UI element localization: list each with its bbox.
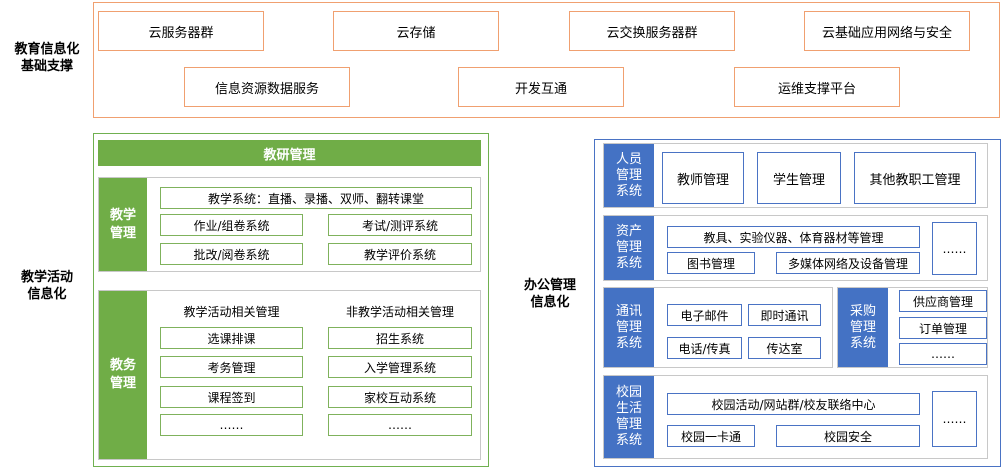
affairs-mgmt-label: 教务 管理 [99, 291, 147, 459]
office-frame [594, 139, 1001, 467]
infra-item-cloud-servers: 云服务器群 [98, 11, 264, 51]
assets-more-box: …… [932, 222, 977, 275]
teaching-research-header: 教研管理 [98, 140, 481, 166]
phone-fax-box: 电话/传真 [667, 337, 742, 359]
infra-item-data-services: 信息资源数据服务 [184, 67, 350, 107]
campus-security-box: 校园安全 [776, 425, 920, 447]
multimedia-mgmt-box: 多媒体网络及设备管理 [776, 252, 920, 274]
personnel-label: 人员 管理 系统 [604, 144, 654, 207]
admission-system-box: 入学管理系统 [328, 356, 472, 378]
campus-activities-box: 校园活动/网站群/校友联络中心 [667, 393, 920, 415]
reception-box: 传达室 [748, 337, 821, 359]
teaching-more-box: …… [160, 414, 303, 436]
equipment-mgmt-box: 教具、实验仪器、体育器材等管理 [667, 226, 920, 248]
infra-item-cloud-storage: 云存储 [333, 11, 499, 51]
student-mgmt-box: 学生管理 [757, 152, 841, 204]
teaching-activity-col-title: 教学活动相关管理 [183, 304, 280, 319]
exam-system-box: 考试/测评系统 [328, 214, 472, 236]
campus-more-box: …… [932, 391, 977, 447]
teaching-section-label: 教学活动 信息化 [20, 270, 73, 302]
grading-system-box: 批改/阅卷系统 [160, 243, 303, 265]
purchase-label: 采购 管理 系统 [838, 288, 888, 367]
course-checkin-box: 课程签到 [160, 386, 303, 408]
comm-label: 通讯 管理 系统 [604, 288, 654, 367]
supplier-mgmt-box: 供应商管理 [899, 290, 987, 312]
campus-card-box: 校园一卡通 [667, 425, 755, 447]
evaluation-system-box: 教学评价系统 [328, 243, 472, 265]
homework-system-box: 作业/组卷系统 [160, 214, 303, 236]
non-teaching-activity-col-title: 非教学活动相关管理 [345, 304, 454, 319]
campus-label: 校园 生活 管理 系统 [604, 376, 654, 458]
assets-label: 资产 管理 系统 [604, 216, 654, 280]
teaching-system-box: 教学系统：直播、录播、双师、翻转课堂 [160, 187, 472, 209]
library-mgmt-box: 图书管理 [667, 252, 755, 274]
non-teaching-more-box: …… [328, 414, 472, 436]
order-mgmt-box: 订单管理 [899, 317, 987, 339]
purchase-more-box: …… [899, 343, 987, 365]
teaching-frame [93, 133, 489, 467]
infra-item-dev-interop: 开发互通 [458, 67, 624, 107]
course-scheduling-box: 选课排课 [160, 327, 303, 349]
infra-frame [93, 2, 1000, 118]
teach-mgmt-label: 教学 管理 [99, 178, 147, 271]
home-school-system-box: 家校互动系统 [328, 386, 472, 408]
infra-item-ops-platform: 运维支撑平台 [734, 67, 900, 107]
infra-item-cloud-switch: 云交换服务器群 [569, 11, 735, 51]
infra-section-label: 教育信息化 基础支撑 [14, 42, 80, 74]
instant-messaging-box: 即时通讯 [748, 304, 821, 326]
office-section-label: 办公管理 信息化 [523, 278, 576, 310]
other-staff-mgmt-box: 其他教职工管理 [854, 152, 976, 204]
email-box: 电子邮件 [667, 304, 742, 326]
enrollment-system-box: 招生系统 [328, 327, 472, 349]
teacher-mgmt-box: 教师管理 [662, 152, 744, 204]
infra-item-cloud-network-security: 云基础应用网络与安全 [804, 11, 970, 51]
exam-affairs-box: 考务管理 [160, 356, 303, 378]
